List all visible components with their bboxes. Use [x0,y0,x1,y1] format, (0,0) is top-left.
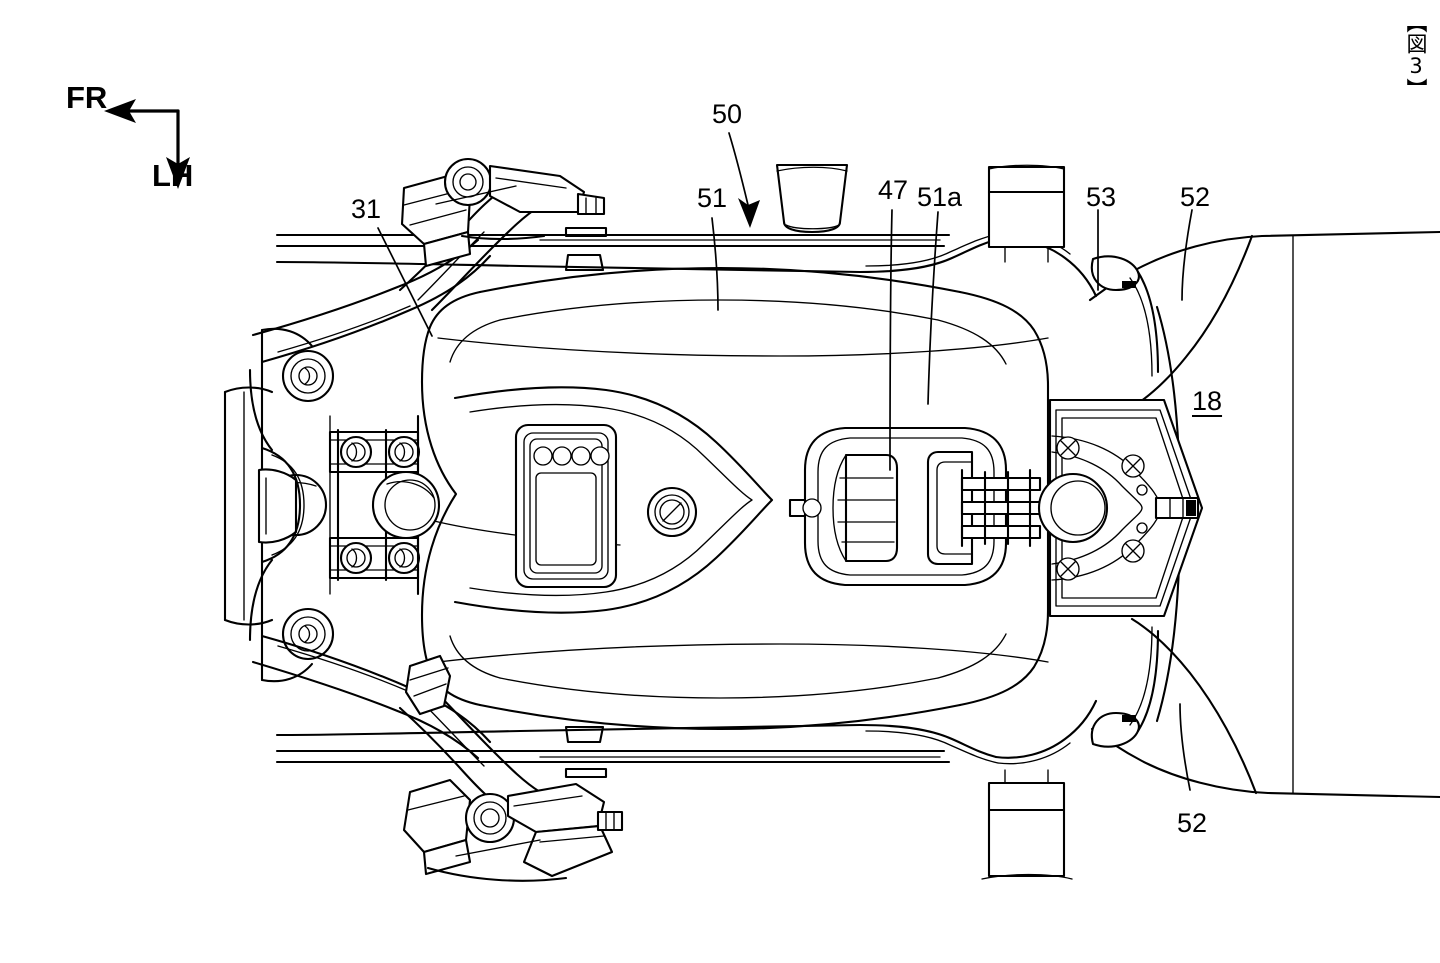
orientation-left-label: LH [152,158,194,193]
mount-screw [1121,454,1145,478]
upper-cover-51 [275,226,1098,779]
center-cover-body [420,266,1050,731]
filler-cap-assembly-51a [788,426,1042,587]
meter-panel-47 [514,423,618,589]
grip-end-block-bottom [981,769,1073,880]
reference-numeral-31: 31 [351,194,382,224]
grip-end-block-top [987,164,1066,263]
reference-numeral-18: 18 [1192,386,1223,416]
mirror-stay-53 [1090,255,1160,748]
reference-numeral-52-top: 52 [1180,182,1211,212]
triple-clamp-assembly [223,327,441,683]
leader-lines [377,132,1193,791]
mount-screw [1056,436,1080,460]
handlebar-clamp-trapezoid [775,163,849,234]
reference-numeral-53: 53 [1086,182,1117,212]
reference-numeral-47: 47 [878,175,909,205]
figure-number-label: 【図3】 [1404,12,1428,99]
reference-numeral-50: 50 [712,99,743,129]
handlebar-left-lower [251,634,624,882]
orientation-axes-icon [104,99,190,189]
handlebar-left-upper [251,157,606,364]
reference-numeral-51: 51 [697,183,728,213]
reference-numeral-52-bottom: 52 [1177,808,1208,838]
orientation-front-label: FR [66,80,108,115]
mount-screw [1121,539,1145,563]
hex-mount-plate [1037,398,1204,618]
mount-screw [1056,557,1080,581]
ignition-switch [646,486,698,538]
reference-numeral-51a: 51a [917,182,963,212]
